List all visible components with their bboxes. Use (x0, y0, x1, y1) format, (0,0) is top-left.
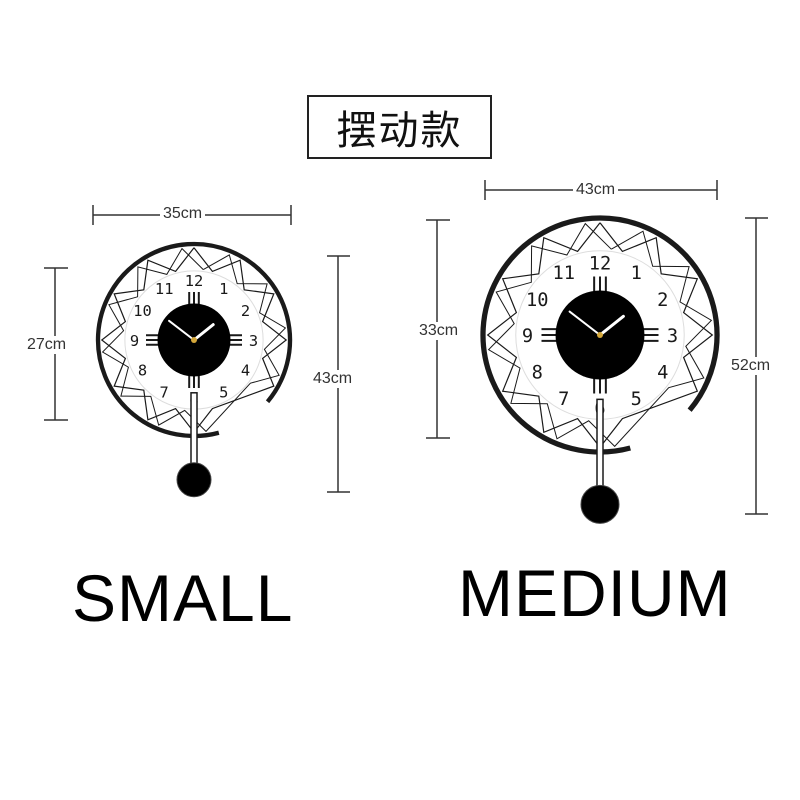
medium-dial-number: 12 (589, 254, 612, 275)
medium-wire-pattern (486, 222, 714, 449)
medium-dial-number: 7 (558, 389, 569, 410)
small-pendulum-bob (176, 462, 212, 498)
small-clock: 121234567891011 (95, 241, 293, 498)
small-hub (191, 337, 197, 343)
medium-width-label: 43cm (573, 181, 619, 199)
medium-dial-number: 2 (657, 290, 668, 311)
medium-outer-ring (480, 215, 720, 455)
small-dial-number: 4 (241, 362, 250, 380)
medium-dial-number: 3 (667, 326, 678, 347)
small-dial-number: 12 (185, 272, 204, 290)
small-outer-ring (95, 241, 293, 439)
small-pendulum-rod (190, 392, 198, 466)
medium-wire-pattern-2 (487, 222, 713, 448)
small-face-height-label: 27cm (24, 336, 70, 354)
medium-size-label: MEDIUM (458, 556, 732, 630)
medium-hour-hand (598, 314, 625, 337)
product-title: 摆动款 (307, 95, 492, 159)
small-dial-number: 8 (138, 362, 147, 380)
small-total-height-label: 43cm (310, 370, 356, 388)
small-dial-number: 3 (249, 332, 258, 350)
medium-pendulum-rod (596, 398, 604, 489)
medium-dial-number: 1 (631, 263, 642, 284)
small-width-label: 35cm (160, 205, 206, 223)
small-wire-pattern (100, 247, 288, 434)
small-dial-number: 1 (219, 280, 228, 298)
medium-dial-number: 10 (526, 290, 549, 311)
medium-dial-number: 8 (532, 362, 543, 383)
medium-face-height-label: 33cm (416, 322, 462, 340)
medium-dial-number: 4 (657, 362, 668, 383)
small-dial-number: 11 (155, 280, 174, 298)
small-wire-pattern-2 (101, 247, 287, 433)
medium-minute-hand (568, 310, 601, 336)
small-dial-number: 5 (219, 383, 228, 401)
medium-dial-number: 5 (631, 389, 642, 410)
small-hour-hand (192, 323, 215, 342)
medium-clock: 121234567891011 (480, 215, 720, 524)
small-dial-number: 10 (133, 302, 152, 320)
small-minute-hand (168, 319, 195, 341)
small-dial-number: 9 (130, 332, 139, 350)
small-dial-number: 7 (160, 383, 169, 401)
medium-dial-number: 11 (552, 263, 575, 284)
medium-total-height-label: 52cm (728, 357, 774, 375)
small-dial-number: 2 (241, 302, 250, 320)
small-size-label: SMALL (72, 561, 294, 635)
medium-hub (597, 332, 603, 338)
medium-pendulum-bob (580, 484, 620, 524)
medium-dial-number: 9 (522, 326, 533, 347)
